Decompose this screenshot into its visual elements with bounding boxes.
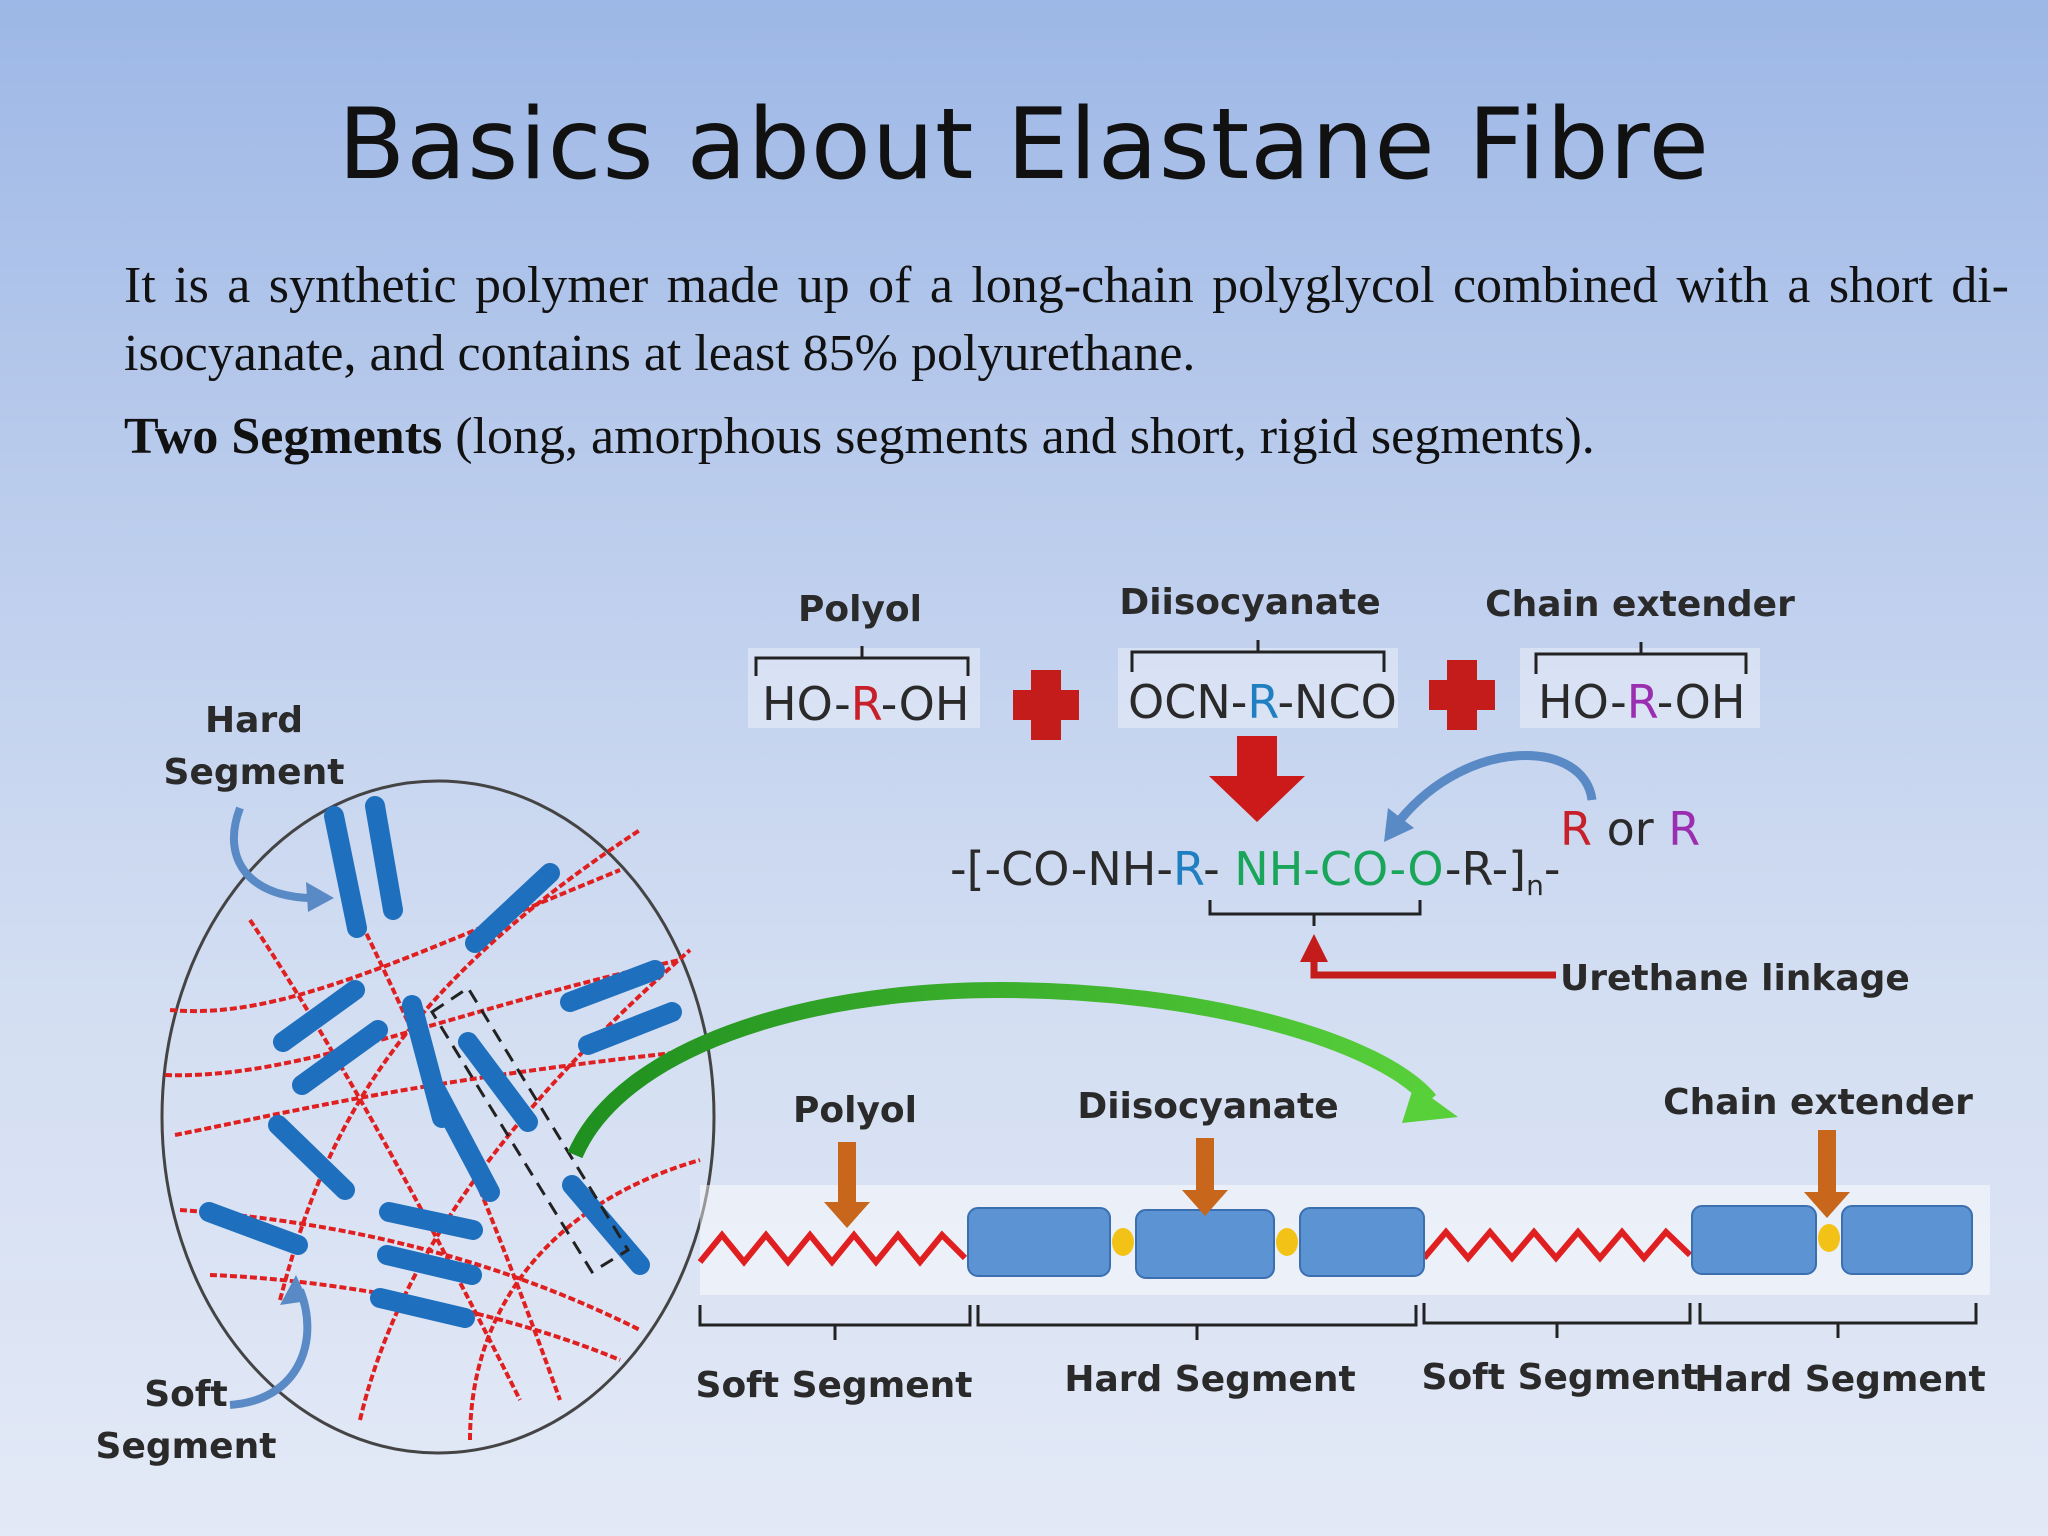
chain-extender-brace xyxy=(1534,642,1748,674)
curved-arrow-head-icon xyxy=(1384,808,1414,842)
hard-brace-2 xyxy=(1698,1303,1978,1338)
chain-extender-formula: HO-R-OH xyxy=(1538,675,1745,729)
zoom-arrow-icon xyxy=(567,981,1437,1159)
chain-extender-down-arrow-icon xyxy=(1804,1130,1850,1218)
plus-icon xyxy=(1013,670,1079,740)
urethane-label: Urethane linkage xyxy=(1560,958,1910,999)
network-boundary xyxy=(160,779,716,1455)
hard-label-line2: Segment xyxy=(164,752,345,793)
soft-pointer-icon xyxy=(229,1288,312,1409)
hard-pointer-icon xyxy=(229,806,321,903)
plus-icon xyxy=(1429,660,1495,730)
reaction-arrow-icon xyxy=(1209,736,1305,822)
segments-bold: Two Segments xyxy=(124,408,443,465)
chain-polyol-label: Polyol xyxy=(793,1090,917,1131)
hard-block xyxy=(1691,1205,1817,1275)
linear-chain: Polyol Diisocyanate Chain extender Soft … xyxy=(696,1082,1990,1406)
diisocyanate-down-arrow-icon xyxy=(1182,1138,1228,1216)
product-formula: -[-CO-NH-R- NH-CO-O-R-]n- xyxy=(950,842,1560,902)
intro-paragraph: It is a synthetic polymer made up of a l… xyxy=(124,257,2009,382)
soft-pointer-head-icon xyxy=(280,1275,308,1305)
polymer-network-circle: Hard Segment Soft Segment xyxy=(96,700,716,1467)
hard-blocks xyxy=(199,796,682,1328)
chain-extender-chain-label: Chain extender xyxy=(1663,1082,1973,1123)
hard-label-line1: Hard xyxy=(205,700,303,741)
soft-chain-2 xyxy=(1421,1227,1693,1263)
polyol-label: Polyol xyxy=(798,589,922,630)
diisocyanate-formula: OCN-R-NCO xyxy=(1128,675,1397,729)
polyol-down-arrow-icon xyxy=(824,1142,870,1228)
urethane-pointer-head-icon xyxy=(1300,934,1328,962)
hard-block xyxy=(967,1207,1111,1277)
diisocyanate-label: Diisocyanate xyxy=(1119,582,1380,623)
polyol-formula: HO-R-OH xyxy=(762,677,969,731)
zoom-arrow-head-icon xyxy=(1402,1085,1458,1123)
diisocyanate-brace xyxy=(1130,640,1386,672)
soft-label-line2: Segment xyxy=(96,1426,277,1467)
urethane-brace xyxy=(1208,900,1422,926)
curved-arrow-icon xyxy=(1396,750,1597,823)
urethane-pointer-line xyxy=(1310,960,1556,979)
hard-block xyxy=(1841,1205,1973,1275)
hard-block xyxy=(1135,1209,1275,1279)
chain-diisocyanate-label: Diisocyanate xyxy=(1077,1086,1338,1127)
soft-chain-1 xyxy=(697,1230,968,1267)
slide-title: Basics about Elastane Fibre xyxy=(338,88,1710,202)
hard-brace-1 xyxy=(976,1305,1418,1340)
segments-rest: (long, amorphous segments and short, rig… xyxy=(442,408,1595,465)
hard-block xyxy=(1299,1207,1425,1277)
bottom-label-soft-1: Soft Segment xyxy=(696,1365,973,1406)
link-node xyxy=(1112,1228,1134,1256)
polyol-brace xyxy=(754,646,970,676)
link-node xyxy=(1276,1228,1298,1256)
bottom-label-hard-2: Hard Segment xyxy=(1694,1359,1985,1400)
bottom-label-soft-2: Soft Segment xyxy=(1422,1357,1699,1398)
selection-box xyxy=(429,985,631,1275)
r-or-r-label: R or R xyxy=(1560,802,1700,856)
link-node xyxy=(1818,1224,1840,1252)
soft-brace-1 xyxy=(698,1305,972,1340)
soft-label-line1: Soft xyxy=(144,1374,228,1415)
soft-brace-2 xyxy=(1422,1303,1692,1338)
bottom-label-hard-1: Hard Segment xyxy=(1064,1359,1355,1400)
reaction-scheme: Polyol Diisocyanate Chain extender HO-R-… xyxy=(748,582,1910,999)
segments-line: Two Segments (long, amorphous segments a… xyxy=(124,403,2009,471)
chain-extender-label: Chain extender xyxy=(1485,584,1795,625)
soft-chains xyxy=(164,828,701,1441)
hard-pointer-head-icon xyxy=(306,882,334,912)
